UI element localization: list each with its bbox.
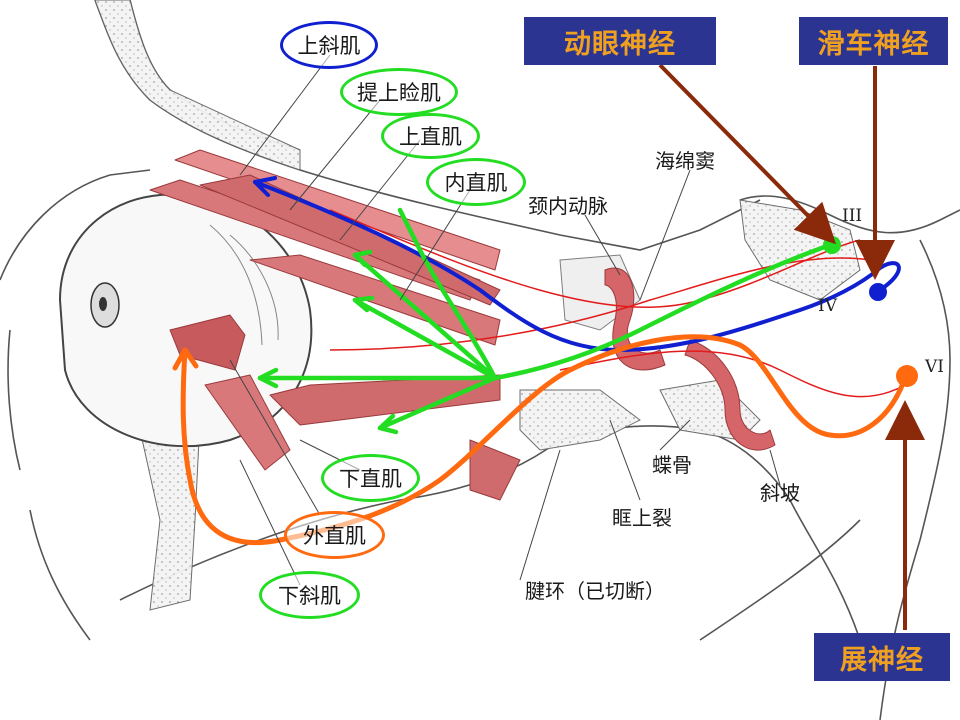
abducens-pathway [172,334,918,545]
oculomotor-nerve-label: 动眼神经 [524,17,716,65]
carotid-siphon [684,339,776,451]
internal-carotid-label: 颈内动脉 [528,194,608,218]
clivus-label: 斜坡 [760,481,800,505]
lateral-rectus-origin [469,439,521,501]
inferior-rectus-label: 下直肌 [321,454,420,502]
lateral-rectus-label: 外直肌 [284,511,385,559]
leader-lines [229,54,781,586]
inferior-oblique-muscle [204,374,291,471]
oculomotor-arrow [658,63,837,245]
levator-label: 提上睑肌 [340,68,458,116]
nerve-arrows [658,63,925,630]
superior-orbital-fissure-label: 眶上裂 [612,506,672,530]
trochlear-nerve-label: 滑车神经 [799,17,948,65]
abducens-nerve-label: 展神经 [814,633,950,681]
extraocular-muscles [149,149,776,501]
tendinous-ring-label: 腱环（已切断） [525,579,665,603]
medial-rectus-muscle [249,254,501,346]
superior-rectus-muscle [199,174,501,306]
cavernous-sinus-label: 海绵窦 [655,149,715,173]
medial-rectus-label: 内直肌 [426,158,526,206]
inferior-rectus-muscle [269,374,501,426]
roman-IV: IV [818,296,837,316]
internal-carotid-artery [604,267,666,371]
roman-III: III [842,206,863,226]
sphenoid-label: 蝶骨 [652,453,692,477]
superior-oblique-label: 上斜肌 [280,21,378,69]
inferior-oblique-label: 下斜肌 [259,571,360,619]
roman-VI: VI [925,357,944,377]
superior-rectus-label: 上直肌 [381,113,480,159]
